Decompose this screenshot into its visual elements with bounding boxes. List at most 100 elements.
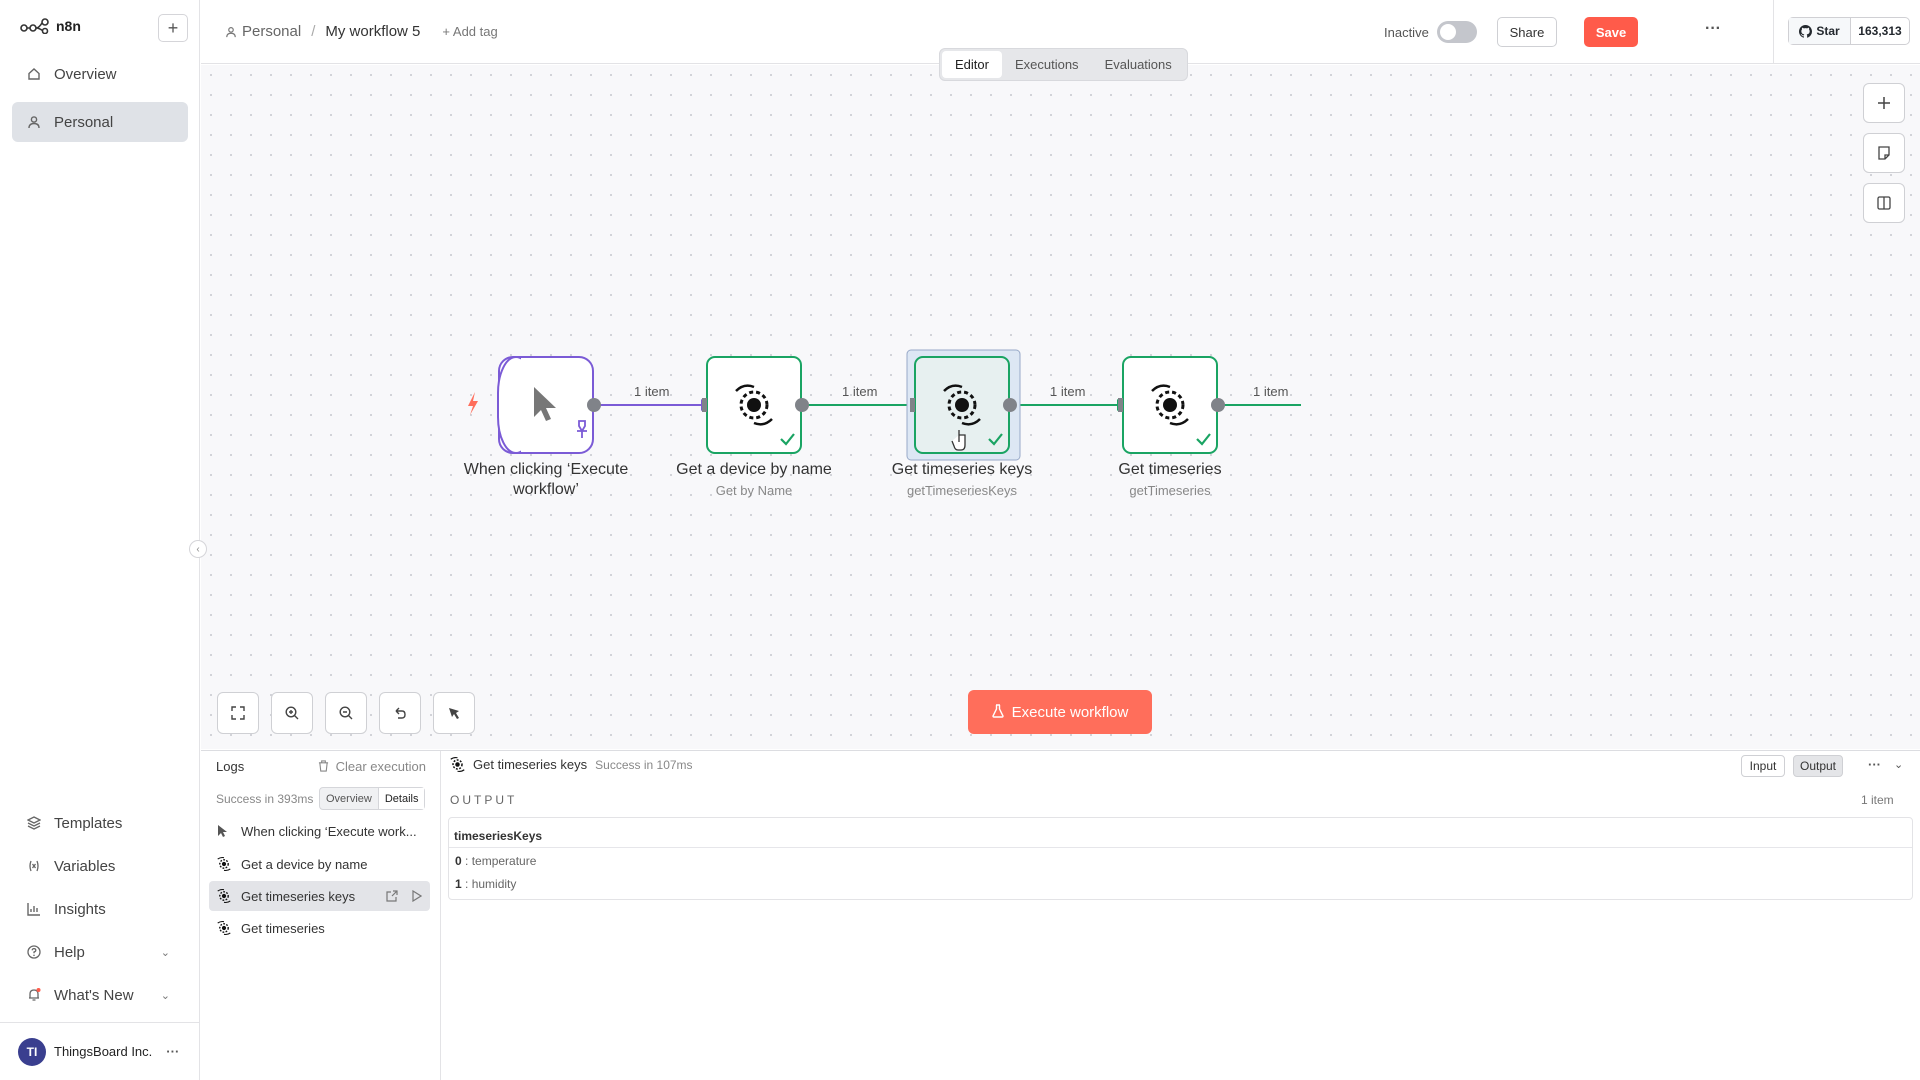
output-row-index: 0 xyxy=(455,854,462,868)
log-item-label: Get a device by name xyxy=(241,856,368,872)
log-item[interactable]: Get a device by name xyxy=(209,849,430,879)
node-subtitle: getTimeseries xyxy=(1129,483,1211,498)
home-icon xyxy=(26,66,42,82)
create-new-button[interactable]: + xyxy=(158,14,188,42)
sidebar: n8n + Overview Personal Templates Variab… xyxy=(0,0,200,1080)
play-icon[interactable] xyxy=(412,890,422,902)
node-title: Get timeseries xyxy=(1118,461,1222,478)
sidebar-item-label: Templates xyxy=(54,814,123,832)
app-logo[interactable]: n8n xyxy=(20,18,81,34)
plus-icon xyxy=(1878,97,1890,109)
workflow-graph xyxy=(468,349,1301,461)
log-item-label: When clicking ‘Execute work... xyxy=(241,823,417,839)
output-toggle-button[interactable]: Output xyxy=(1793,755,1843,777)
github-area: Star 163,313 xyxy=(1773,0,1920,64)
tab-editor[interactable]: Editor xyxy=(942,51,1002,78)
log-item[interactable]: When clicking ‘Execute work... xyxy=(209,816,430,846)
log-more-button[interactable]: ··· xyxy=(1868,757,1881,772)
log-item-actions xyxy=(386,890,422,902)
fit-view-button[interactable] xyxy=(217,692,259,734)
user-menu[interactable]: TI ThingsBoard Inc. ··· xyxy=(0,1022,200,1080)
sidebar-item-variables[interactable]: Variables xyxy=(12,846,188,886)
zoom-in-button[interactable] xyxy=(271,692,313,734)
workflow-name[interactable]: My workflow 5 xyxy=(325,23,421,40)
chevron-down-icon[interactable]: ⌄ xyxy=(1894,759,1904,771)
divider xyxy=(449,847,1912,848)
sidebar-item-personal[interactable]: Personal xyxy=(12,102,188,142)
sticky-note-button[interactable] xyxy=(1863,133,1905,173)
sidebar-item-label: Insights xyxy=(54,900,106,918)
node-output-handle xyxy=(1003,398,1017,412)
open-node-icon[interactable] xyxy=(386,890,398,902)
sidebar-item-insights[interactable]: Insights xyxy=(12,889,188,929)
zoom-out-button[interactable] xyxy=(325,692,367,734)
sidebar-item-whats-new[interactable]: What's New ⌄ xyxy=(12,975,188,1015)
toggle-knob xyxy=(1440,24,1456,40)
breadcrumb-project[interactable]: Personal xyxy=(225,23,301,40)
breadcrumb: Personal / My workflow 5 + Add tag xyxy=(225,23,498,40)
active-toggle[interactable] xyxy=(1437,21,1477,43)
zoom-out-icon xyxy=(339,706,353,720)
github-star-button[interactable]: Star 163,313 xyxy=(1788,17,1910,45)
templates-icon xyxy=(26,815,42,831)
logs-panel: Logs Clear execution Success in 393ms Ov… xyxy=(201,750,1920,1080)
trigger-bolt-icon xyxy=(468,392,478,415)
workflow-canvas[interactable]: Editor Executions Evaluations xyxy=(201,48,1920,749)
github-star-label: Star xyxy=(1816,24,1840,38)
log-item[interactable]: Get timeseries keys xyxy=(209,881,430,911)
execute-workflow-button[interactable]: Execute workflow xyxy=(968,690,1152,734)
user-more-icon[interactable]: ··· xyxy=(166,1044,180,1059)
add-node-button[interactable] xyxy=(1863,83,1905,123)
thingsboard-icon xyxy=(217,889,231,903)
tab-details[interactable]: Details xyxy=(377,788,425,809)
logs-sidebar: Logs Clear execution Success in 393ms Ov… xyxy=(201,751,441,1080)
trash-icon xyxy=(318,760,329,772)
view-tabs: Editor Executions Evaluations xyxy=(939,48,1188,81)
node-subtitle: Get by Name xyxy=(715,483,793,498)
tidy-up-button[interactable] xyxy=(433,692,475,734)
output-item-count: 1 item xyxy=(1861,793,1894,807)
reset-zoom-button[interactable] xyxy=(379,692,421,734)
add-tag-button[interactable]: + Add tag xyxy=(442,24,498,39)
tab-evaluations[interactable]: Evaluations xyxy=(1104,57,1172,72)
log-detail: Get timeseries keys Success in 107ms Inp… xyxy=(442,751,1920,1080)
sidebar-item-help[interactable]: Help ⌄ xyxy=(12,932,188,972)
save-button[interactable]: Save xyxy=(1584,17,1638,47)
sidebar-item-label: Personal xyxy=(54,113,114,131)
help-icon xyxy=(26,944,42,960)
more-options-button[interactable]: ··· xyxy=(1705,20,1721,37)
sidebar-item-label: Variables xyxy=(54,857,116,875)
input-toggle-button[interactable]: Input xyxy=(1741,755,1785,777)
undo-icon xyxy=(395,707,406,719)
github-star: Star xyxy=(1789,18,1851,44)
output-row-value: temperature xyxy=(471,854,537,868)
node-input-handle xyxy=(702,398,707,412)
logs-title: Logs xyxy=(216,759,245,774)
node-title: When clicking ‘Execute workflow’ xyxy=(446,460,646,500)
execution-status: Success in 393ms xyxy=(216,792,314,806)
node-title: Get a device by name xyxy=(676,461,832,478)
clear-execution-button[interactable]: Clear execution xyxy=(318,759,426,774)
node-output-handle xyxy=(587,398,601,412)
n8n-logo-icon xyxy=(20,18,49,34)
tab-executions[interactable]: Executions xyxy=(1014,57,1079,72)
tab-overview[interactable]: Overview xyxy=(326,792,372,805)
check-icon xyxy=(988,433,1003,446)
node-output-handle xyxy=(1211,398,1225,412)
sidebar-item-templates[interactable]: Templates xyxy=(12,803,188,843)
output-title: OUTPUT xyxy=(450,793,518,807)
connection-label: 1 item xyxy=(842,384,878,399)
toggle-panel-button[interactable] xyxy=(1863,183,1905,223)
log-item[interactable]: Get timeseries xyxy=(209,913,430,943)
share-button[interactable]: Share xyxy=(1497,17,1557,47)
collapse-sidebar-button[interactable]: ‹ xyxy=(189,540,207,558)
node-title: Get timeseries keys xyxy=(891,461,1033,478)
sidebar-item-label: Help xyxy=(54,943,85,961)
node-subtitle: getTimeseriesKeys xyxy=(906,483,1018,498)
sidebar-item-overview[interactable]: Overview xyxy=(12,54,188,94)
github-star-count: 163,313 xyxy=(1858,24,1902,38)
connection-label: 1 item xyxy=(1253,384,1289,399)
output-row-value: humidity xyxy=(471,877,517,891)
chart-icon xyxy=(26,901,42,917)
chevron-down-icon: ⌄ xyxy=(160,946,170,959)
